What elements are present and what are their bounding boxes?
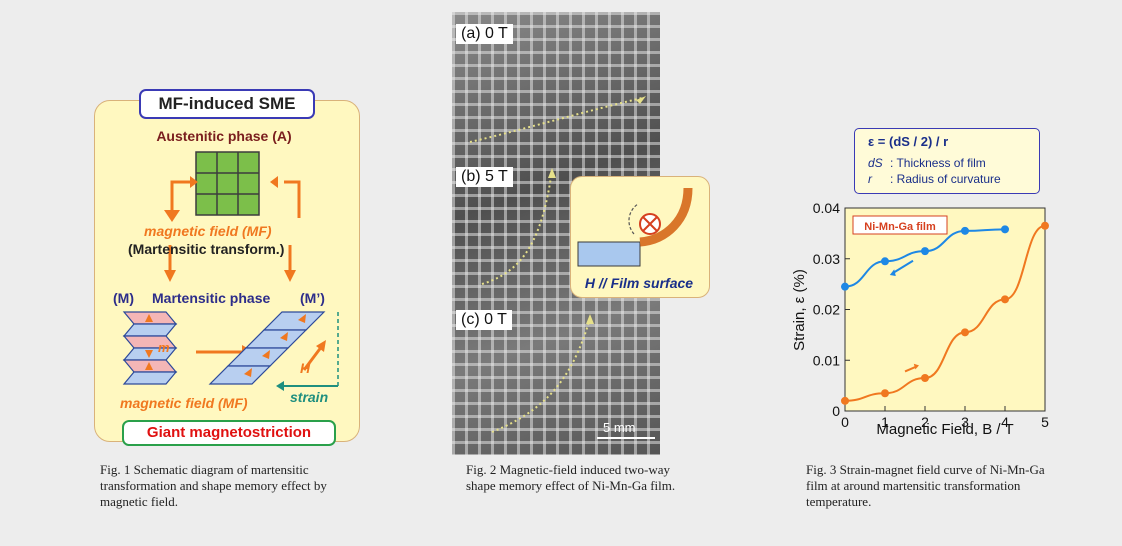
decreasing-data-point bbox=[921, 247, 929, 256]
x-tick-label: 5 bbox=[1041, 414, 1049, 430]
m-label: (M) bbox=[113, 290, 134, 306]
decreasing-data-point bbox=[961, 226, 969, 235]
fig1-caption: Fig. 1 Schematic diagram of martensitic … bbox=[100, 462, 327, 509]
x-axis-label: Magnetic Field, B / T bbox=[876, 421, 1013, 438]
increasing-data-point bbox=[841, 396, 849, 405]
film-traces bbox=[469, 96, 646, 433]
strain-label: strain bbox=[290, 389, 329, 405]
inset-diagram bbox=[577, 187, 693, 267]
legend-box bbox=[852, 215, 948, 235]
y-tick-label: 0.04 bbox=[813, 200, 840, 216]
increasing-arrow-head bbox=[913, 363, 919, 370]
twinned-martensite bbox=[122, 311, 178, 385]
decreasing-data-point bbox=[881, 257, 889, 266]
strain-field-chart: 0 1 2 3 4 5 0 0.01 0.02 0.03 0.04 Magnetic Field, … bbox=[791, 200, 1049, 438]
fig3-caption: Fig. 3 Strain-magnet field curve of Ni-M… bbox=[806, 462, 1045, 509]
decreasing-data-point bbox=[841, 282, 849, 291]
x-tick-label: 4 bbox=[1001, 414, 1009, 430]
decreasing-data-point bbox=[1001, 225, 1009, 234]
m-prime-label: (M’) bbox=[300, 290, 325, 306]
x-tick-label: 0 bbox=[841, 414, 849, 430]
h-film-surface-label: H // Film surface bbox=[584, 275, 694, 291]
y-axis-label: Strain, ε (%) bbox=[791, 269, 808, 351]
austenite-grid bbox=[195, 151, 260, 216]
y-tick-label: 0.03 bbox=[813, 251, 840, 267]
decreasing-arrow-head bbox=[889, 269, 896, 277]
formula-box bbox=[854, 128, 1040, 194]
magnetic-field-label: magnetic field (MF) bbox=[144, 223, 272, 239]
label-0t-a: (a) 0 T bbox=[456, 24, 513, 44]
strain-formula: ε = (dS / 2) / r bbox=[868, 134, 949, 149]
detwinned-martensite bbox=[208, 311, 326, 385]
decreasing-direction-arrow bbox=[892, 259, 914, 274]
label-0t-c: (c) 0 T bbox=[456, 310, 512, 330]
increasing-data-point bbox=[1041, 221, 1049, 230]
scale-label: 5 mm bbox=[603, 420, 636, 435]
x-tick-label: 2 bbox=[921, 414, 929, 430]
magnetic-field-label-2: magnetic field (MF) bbox=[120, 395, 248, 411]
fig1-schematic bbox=[122, 151, 339, 391]
austenitic-phase-title: Austenitic phase (A) bbox=[156, 128, 292, 144]
increasing-data-point bbox=[921, 374, 929, 383]
giant-magnetostriction-label: Giant magnetostriction bbox=[122, 420, 336, 446]
increasing-data-point bbox=[881, 389, 889, 398]
ds-symbol: dS bbox=[868, 156, 883, 170]
legend-label: Ni-Mn-Ga film bbox=[864, 221, 936, 233]
increasing-data-point bbox=[961, 328, 969, 337]
cycle-arrows bbox=[168, 180, 301, 354]
martensitic-phase-title: Martensitic phase bbox=[152, 290, 271, 306]
y-tick-label: 0.02 bbox=[813, 302, 840, 318]
r-symbol: r bbox=[868, 172, 872, 186]
h-label: H bbox=[300, 360, 311, 376]
m-arrow-label: m bbox=[158, 340, 170, 355]
fig2-caption: Fig. 2 Magnetic-field induced two-way sh… bbox=[466, 462, 676, 493]
plot-area bbox=[844, 207, 1046, 412]
martensitic-transform-label: (Martensitic transform.) bbox=[128, 241, 285, 257]
r-description: : Radius of curvature bbox=[890, 172, 1001, 186]
y-tick-label: 0 bbox=[832, 403, 840, 419]
y-tick-label: 0.01 bbox=[813, 352, 840, 368]
x-tick-label: 3 bbox=[961, 414, 969, 430]
increasing-data-point bbox=[1001, 295, 1009, 304]
ds-description: : Thickness of film bbox=[890, 156, 986, 170]
x-tick-label: 1 bbox=[881, 414, 889, 430]
label-5t: (b) 5 T bbox=[456, 167, 513, 187]
scale-bar bbox=[597, 437, 655, 439]
mf-induced-sme-label: MF-induced SME bbox=[139, 89, 315, 119]
